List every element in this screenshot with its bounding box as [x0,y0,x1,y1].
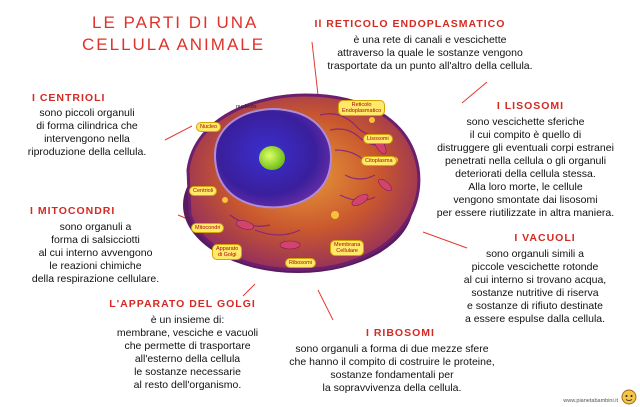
golgi-line-6: al resto dell'organismo. [133,379,242,391]
mitocondri-line-5: della respirazione cellulare. [31,273,160,285]
title-line-1: LE PARTI DI UNA [92,13,259,32]
page-title: LE PARTI DI UNA CELLULA ANIMALE [82,12,265,56]
label-reticolo: Reticolo Endoplasmatico [338,100,386,116]
reticolo-heading: Il RETICOLO ENDOPLASMATICO [314,18,506,30]
section-mitocondri: I MITOCONDRI sono organuli a forma di sa… [8,205,183,286]
lisosomi-line-7: vengono smontate dai lisosomi [453,194,598,206]
golgi-line-5: le sostanze necessarie [134,366,241,378]
ribosomi-heading: I RIBOSOMI [366,327,435,339]
mitocondri-line-4: le reazioni chimiche [49,260,142,272]
vacuoli-line-6: a essere espulse dalla cellula. [464,313,606,325]
ribosomi-line-3: sostanze fondamentali per [330,369,454,381]
golgi-line-2: membrane, vesciche e vacuoli [116,327,259,339]
section-lisosomi: I LISOSOMI sono vescichette sferiche il … [418,100,633,220]
leader-golgi [242,283,256,297]
golgi-line-4: all'esterno della cellula [134,353,241,365]
section-golgi: L'APPARATO DEL GOLGI è un insieme di: me… [100,298,275,392]
leader-vacuoli [422,231,468,249]
mitocondri-heading: I MITOCONDRI [30,205,116,217]
mitocondri-line-1: sono organuli a [59,221,132,233]
label-centrioli: Centrioli [189,186,218,196]
leader-ribosomi [317,289,334,321]
section-ribosomi: I RIBOSOMI sono organuli a forma di due … [262,327,522,395]
vacuoli-line-1: sono organuli simili a [485,248,585,260]
mascot-icon [621,389,637,405]
vacuoli-line-5: e sostanze di rifiuto destinate [467,300,603,312]
label-nucleolo: nucleolo [236,104,257,110]
label-golgi: Apparato di Golgi [212,244,243,260]
leader-centrioli [164,125,193,141]
centrioli-line-4: riproduzione della cellula. [27,146,147,158]
lisosomi-line-1: sono vescichette sferiche [466,116,585,128]
section-reticolo: Il RETICOLO ENDOPLASMATICO è una rete di… [300,18,560,73]
lisosomi-line-6: Alla loro morte, le cellule [468,181,583,193]
label-citoplasma: Citoplasma [361,156,397,166]
ribosomi-line-2: che hanno il compito di costruire le pro… [289,356,495,368]
reticolo-line-1: è una rete di canali e vescichette [353,34,507,46]
mitocondri-line-3: al cui interno avvengono [38,247,153,259]
reticolo-line-2: attraverso la quale le sostanze vengono [337,47,523,59]
ribosomi-line-4: la sopravvivenza della cellula. [322,382,462,394]
golgi-line-3: che permette di trasportare [124,340,251,352]
leader-lisosomi [461,81,488,104]
watermark: www.pianetabambini.it [563,398,618,404]
label-membrana: Membrana Cellulare [330,240,365,256]
lisosomi-line-3: distruggere gli eventuali corpi estranei [437,142,614,154]
golgi-line-1: è un insieme di: [150,314,225,326]
leader-reticolo [311,41,319,96]
section-vacuoli: I VACUOLI sono organuli simili a piccole… [440,232,630,326]
lisosomi-line-2: il cui compito è quello di [469,129,582,141]
lisosomi-line-5: deteriorati della cellula stessa. [455,168,596,180]
vacuoli-line-3: al cui interno si trovano acqua, [463,274,607,286]
vacuoli-line-2: piccole vescichette rotonde [471,261,599,273]
centrioli-line-1: sono piccoli organuli [39,107,135,119]
vacuoli-heading: I VACUOLI [514,232,576,244]
centrioli-heading: I CENTRIOLI [32,92,106,104]
centrioli-line-2: di forma cilindrica che [36,120,138,132]
label-mitocondri: Mitocondri [191,223,225,233]
vacuoli-line-4: sostanze nutritive di riserva [471,287,599,299]
section-centrioli: I CENTRIOLI sono piccoli organuli di for… [12,92,162,159]
title-line-2: CELLULA ANIMALE [82,35,266,54]
lisosomi-line-4: penetrati nella cellula o gli organuli [444,155,607,167]
lisosomi-heading: I LISOSOMI [496,100,565,112]
mitocondri-line-2: forma di salsicciotti [51,234,140,246]
golgi-heading: L'APPARATO DEL GOLGI [109,298,256,310]
label-nucleo: Nucleo [196,122,222,132]
label-lisosomi: Lisosomi [363,134,393,144]
centrioli-line-3: intervengono nella [44,133,130,145]
label-ribosomi: Ribosomi [285,258,316,268]
reticolo-line-3: trasportate da un punto all'altro della … [327,60,533,72]
lisosomi-line-8: per essere riutilizzate in altra maniera… [436,207,615,219]
ribosomi-line-1: sono organuli a forma di due mezze sfere [295,343,489,355]
nucleolus [259,146,285,170]
